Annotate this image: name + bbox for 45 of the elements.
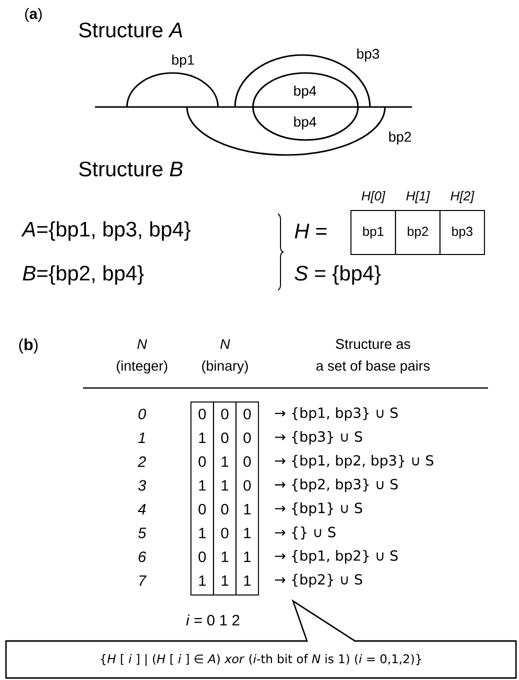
panel-label: (b) [19,338,38,354]
result-set: → {bp1} ∪ S [275,502,362,516]
index-label: H[2] [450,190,474,204]
index-label: H[0] [362,190,386,204]
result-set: → {bp3} ∪ S [275,431,362,445]
row-number: 5 [138,528,146,538]
column-header: a set of base pairs [316,360,430,374]
structure-title: Structure A [79,22,182,38]
column-header: N [137,339,148,349]
row-number: 6 [138,552,146,562]
column-header: (binary) [202,360,248,374]
result-set: → {} ∪ S [275,526,336,540]
row-number: 0 [138,408,146,420]
index-label: i = 0 1 2 [186,614,240,626]
row-number: 2 [138,456,146,467]
arc-label: bp3 [357,48,380,62]
result-set: → {bp1, bp3} ∪ S [275,407,398,421]
row-number: 4 [138,504,146,514]
column-header: N [220,339,230,349]
row-number: 3 [138,480,146,491]
result-set: → {bp2} ∪ S [275,574,362,588]
set-formula: H = [294,224,326,238]
arc-label: bp2 [389,131,411,145]
set-formula: A={bp1, bp3, bp4} [21,221,191,241]
structure-title: Structure B [79,162,183,176]
panel-label: (a) [25,8,42,22]
array-cell: bp2 [395,210,441,255]
column-header: (integer) [116,360,168,374]
array-cell: bp1 [350,210,396,255]
arc-label: bp4 [294,116,316,130]
bit-column: 0 0 1 1 0 0 1 1 [213,402,237,596]
index-label: H[1] [406,190,430,204]
row-number: 7 [139,575,147,586]
result-set: → {bp2, bp3} ∪ S [275,478,398,492]
array-cell: bp3 [439,210,485,255]
set-formula: S = {bp4} [294,265,381,285]
set-formula: B={bp2, bp4} [22,265,144,285]
row-number: 1 [138,432,145,443]
arc-label: bp1 [172,54,194,68]
arc-label: bp4 [294,85,316,99]
bit-column: 0 1 0 1 0 1 0 1 [190,402,214,596]
column-header: Structure as [336,339,410,349]
result-set: → {bp1, bp2, bp3} ∪ S [275,454,434,468]
result-set: → {bp1, bp2} ∪ S [275,550,398,564]
bit-column: 0 0 0 0 1 1 1 1 [235,402,259,596]
